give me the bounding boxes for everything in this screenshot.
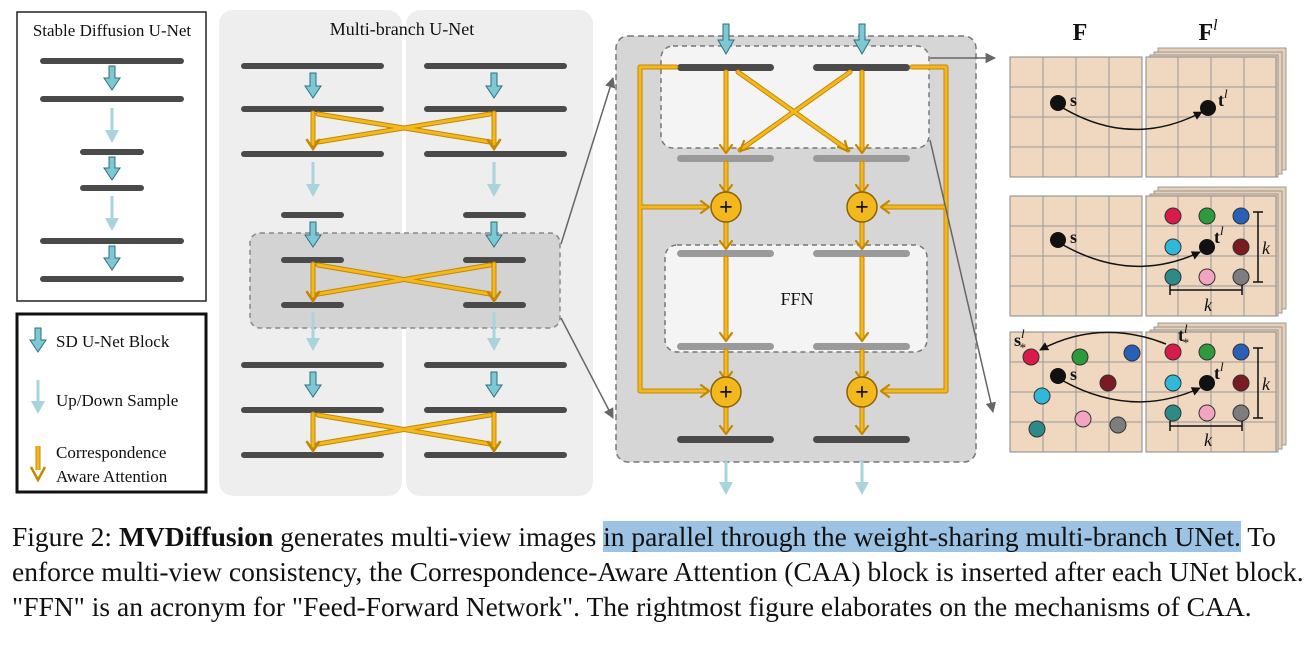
svg-text:k: k: [1204, 295, 1213, 315]
block-arrow-icon: [29, 327, 47, 353]
svg-text:s: s: [1070, 364, 1077, 384]
panel-sd-title: Stable Diffusion U-Net: [33, 21, 192, 40]
block-arrow-icon: [717, 23, 871, 56]
block-arrow-icon: [103, 245, 121, 271]
feature-grid-row-2: s tl k k: [1009, 186, 1287, 317]
svg-text:+: +: [855, 380, 869, 406]
svg-text:tl: tl: [1214, 223, 1224, 247]
sd-unet-blocks: [40, 58, 184, 282]
svg-text:k: k: [1262, 374, 1271, 394]
multi-unet-blocks: [241, 63, 567, 458]
svg-text:+: +: [719, 380, 733, 406]
feature-fl-label: Fl: [1198, 17, 1218, 46]
panel-multi-branch-unet: Multi-branch U-Net: [219, 10, 593, 496]
legend-block-label: SD U-Net Block: [56, 332, 170, 351]
caption-highlight: in parallel through the weight-sharing m…: [603, 521, 1241, 552]
svg-text:tl*: tl*: [1178, 321, 1189, 350]
add-node: +: [710, 376, 742, 408]
feature-f-label: F: [1073, 20, 1088, 46]
svg-text:k: k: [1262, 238, 1271, 258]
legend-caa-label-2: Aware Attention: [56, 467, 168, 486]
caa-flow: [637, 64, 949, 436]
block-arrow-icon: [103, 156, 121, 181]
zoom-connectors: [560, 76, 616, 419]
block-arrow-icon: [304, 72, 503, 398]
panel-multi-title: Multi-branch U-Net: [330, 19, 474, 39]
ffn-label: FFN: [780, 289, 813, 309]
sample-arrow-icon: [306, 162, 501, 351]
panel-sd-unet: Stable Diffusion U-Net: [16, 11, 207, 302]
mvdiffusion-figure: Stable Diffusion U-Net SD U-Net Block Up…: [15, 10, 1287, 496]
caa-arrow-icon: [29, 446, 47, 483]
legend-sample-label: Up/Down Sample: [56, 391, 178, 410]
feature-grid-row-3: s tl sl* tl* k k: [1009, 321, 1287, 453]
svg-text:+: +: [719, 195, 733, 221]
svg-text:tl: tl: [1218, 86, 1228, 110]
caption-text-1: generates multi-view images: [273, 521, 604, 552]
caption-prefix: Figure 2:: [12, 521, 119, 552]
figure-caption: Figure 2: MVDiffusion generates multi-vi…: [12, 519, 1304, 624]
add-node: +: [846, 376, 878, 408]
feature-grid-row-1: s tl: [1009, 47, 1287, 178]
legend: SD U-Net Block Up/Down Sample Correspond…: [15, 312, 208, 494]
legend-caa-label-1: Correspondence: [56, 443, 166, 462]
sample-arrow-icon: [719, 460, 869, 495]
caption-bold-name: MVDiffusion: [118, 521, 274, 552]
caption-text-2: To enforce multi-view consistency, the C…: [12, 521, 1304, 622]
svg-text:k: k: [1204, 430, 1213, 450]
panel-caa-detail: FFN: [615, 23, 977, 495]
svg-text:tl: tl: [1214, 359, 1224, 383]
panel-feature-maps: F Fl s tl: [1009, 17, 1287, 453]
svg-text:+: +: [855, 195, 869, 221]
svg-text:sl*: sl*: [1014, 326, 1026, 355]
add-node: +: [846, 191, 878, 223]
block-arrow-icon: [103, 65, 121, 91]
feature-connectors: [929, 52, 997, 414]
sample-arrow-icon: [31, 380, 45, 414]
sample-arrow-icon: [105, 108, 119, 231]
svg-text:s: s: [1070, 90, 1077, 110]
svg-text:s: s: [1070, 227, 1077, 247]
add-node: +: [710, 191, 742, 223]
caa-arrows: [305, 110, 502, 454]
